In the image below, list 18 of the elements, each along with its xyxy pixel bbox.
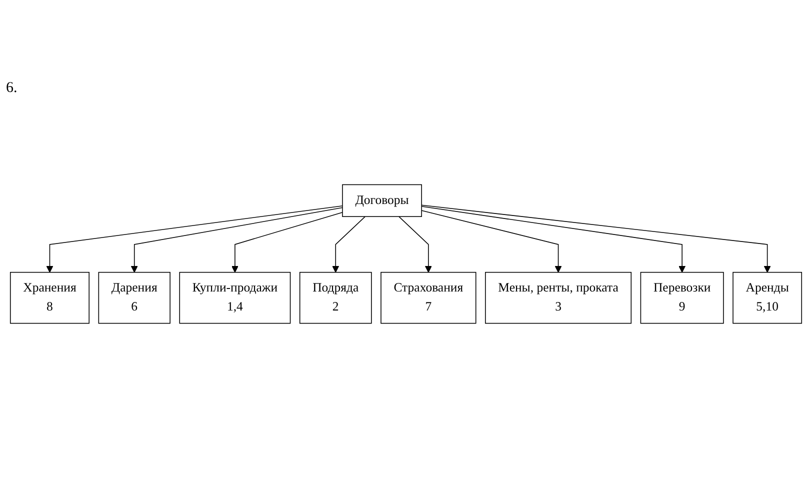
node-box: Купли-продажи 1,4	[179, 272, 291, 324]
node-box: Хранения 8	[10, 272, 90, 324]
arrow	[421, 210, 562, 273]
figure-number: 6.	[6, 80, 18, 97]
node-box: Дарения 6	[98, 272, 170, 324]
arrow	[421, 206, 686, 273]
node-box: Перевозки 9	[640, 272, 724, 324]
node-box: Аренды 5,10	[732, 272, 802, 324]
node-box: Договоры	[342, 184, 422, 217]
node-box: Подряда 2	[299, 272, 372, 324]
node-box: Страхования 7	[380, 272, 476, 324]
arrow	[130, 207, 343, 273]
arrow	[421, 204, 771, 273]
arrow	[46, 205, 343, 273]
arrow	[398, 216, 432, 273]
arrow	[231, 212, 343, 273]
node-box: Мены, ренты, проката 3	[485, 272, 632, 324]
arrow	[332, 216, 366, 273]
